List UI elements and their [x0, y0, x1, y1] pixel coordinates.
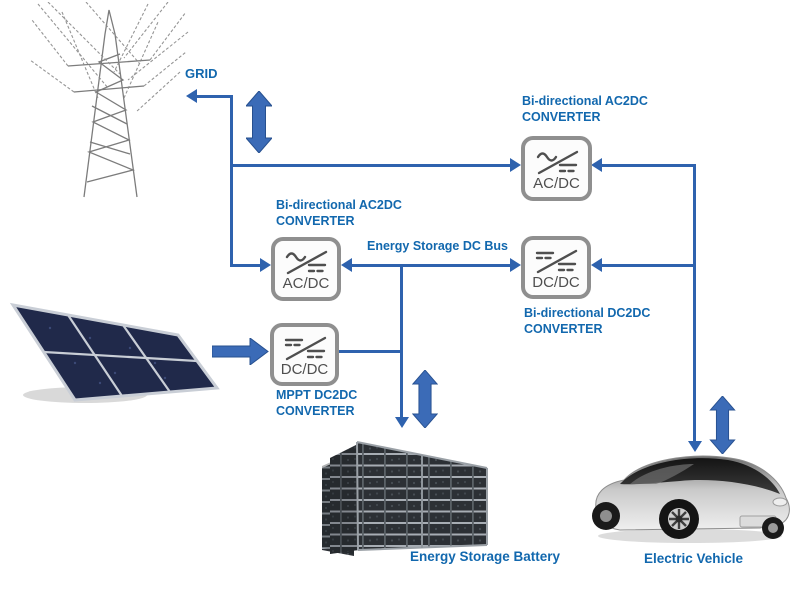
solar-panel-icon: [9, 302, 220, 403]
ev-to-dcdc-line: [602, 264, 695, 267]
right-dcdc-converter-label: Bi-directional DC2DC CONVERTER: [524, 305, 650, 337]
ev-to-top-acdc-line: [602, 164, 696, 167]
dc-dc-symbol-icon: [284, 336, 326, 360]
dc-dc-symbol-icon: [535, 249, 578, 273]
arrowhead-bus-into-left-acdc: [341, 258, 352, 272]
ac-dc-symbol-icon: [285, 250, 328, 275]
arrowhead-to-grid: [186, 89, 197, 103]
arrowhead-into-left-acdc: [260, 258, 271, 272]
arrowhead-into-top-acdc: [510, 158, 521, 172]
bus-to-battery-line: [400, 264, 403, 418]
ac-dc-symbol-icon: [536, 150, 578, 174]
converter-label-line2: CONVERTER: [276, 404, 355, 418]
dc-bus-line: [352, 264, 512, 267]
arrowhead-bus-into-dcdc: [510, 258, 521, 272]
arrowhead-ev-into-dcdc: [591, 258, 602, 272]
grid-label: GRID: [185, 66, 218, 81]
mppt-output-line: [338, 350, 403, 353]
grid-to-acdc-line: [230, 164, 511, 167]
dc-bus-label: Energy Storage DC Bus: [367, 239, 509, 253]
converter-label-line2: CONVERTER: [524, 322, 603, 336]
grid-connector-line: [196, 95, 232, 98]
solar-to-mppt-arrow-icon: [212, 338, 269, 365]
grid-vertical-line: [230, 95, 233, 267]
converter-box-left-acdc: AC/DC: [271, 237, 341, 301]
converter-box-right-dcdc: DC/DC: [521, 236, 591, 299]
converter-box-mppt-dcdc: DC/DC: [270, 323, 339, 386]
grid-bidirectional-arrow-icon: [246, 91, 272, 153]
converter-label-line1: MPPT DC2DC: [276, 388, 358, 402]
converter-box-top-acdc: AC/DC: [521, 136, 592, 201]
converter-box-label: DC/DC: [280, 360, 329, 378]
vehicle-bidirectional-arrow-icon: [709, 396, 736, 454]
arrowhead-ev-into-top-acdc: [591, 158, 602, 172]
mppt-converter-label: MPPT DC2DC CONVERTER: [276, 387, 357, 419]
top-acdc-converter-label: Bi-directional AC2DC CONVERTER: [522, 93, 648, 125]
converter-box-label: DC/DC: [532, 273, 580, 291]
battery-rack-icon: [322, 441, 488, 556]
transmission-tower-icon: [29, 2, 189, 198]
battery-label: Energy Storage Battery: [410, 549, 561, 564]
arrowhead-into-vehicle: [688, 441, 702, 452]
ev-vertical-line: [693, 164, 696, 442]
vehicle-label: Electric Vehicle: [644, 551, 744, 566]
battery-bidirectional-arrow-icon: [412, 370, 438, 428]
arrowhead-into-battery: [395, 417, 409, 428]
converter-box-label: AC/DC: [282, 275, 330, 292]
converter-label-line2: CONVERTER: [276, 214, 355, 228]
converter-label-line2: CONVERTER: [522, 110, 601, 124]
converter-label-line1: Bi-directional DC2DC: [524, 306, 651, 320]
electric-vehicle-icon: [592, 455, 790, 543]
converter-label-line1: Bi-directional AC2DC: [276, 198, 402, 212]
left-acdc-converter-label: Bi-directional AC2DC CONVERTER: [276, 197, 402, 229]
grid-to-left-acdc-line: [230, 264, 262, 267]
converter-box-label: AC/DC: [533, 174, 580, 192]
converter-label-line1: Bi-directional AC2DC: [522, 94, 648, 108]
